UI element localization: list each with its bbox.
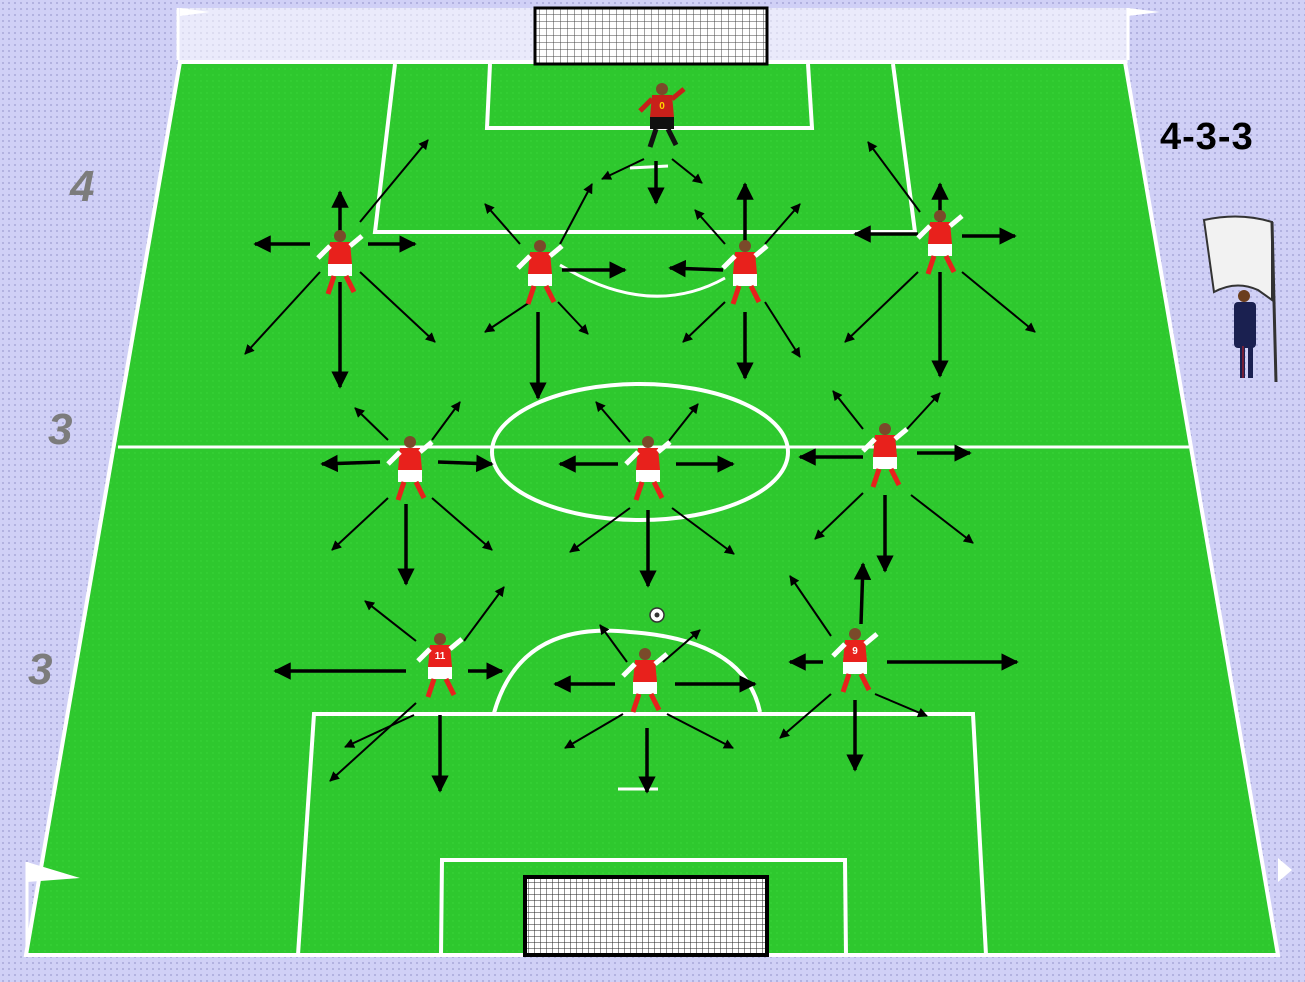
soccer-ball-icon bbox=[650, 608, 664, 622]
corner-flag-bottom-right bbox=[1278, 858, 1292, 882]
top-goal-net bbox=[535, 8, 767, 64]
bottom-goal-net bbox=[525, 877, 767, 955]
shirt-number: 0 bbox=[659, 101, 665, 112]
pitch bbox=[26, 62, 1278, 955]
movement-arrow bbox=[322, 462, 380, 464]
movement-arrow bbox=[438, 462, 492, 464]
coach-icon bbox=[1234, 290, 1256, 378]
movement-arrow bbox=[670, 268, 723, 270]
row-label-attack: 3 bbox=[28, 645, 52, 695]
formation-title: 4-3-3 bbox=[1160, 116, 1254, 159]
movement-arrow bbox=[861, 564, 863, 624]
row-label-midfield: 3 bbox=[48, 405, 72, 455]
shirt-number: 9 bbox=[852, 646, 858, 657]
top-penalty-spot bbox=[630, 166, 668, 168]
shirt-number: 11 bbox=[435, 651, 446, 662]
row-label-defence: 4 bbox=[70, 162, 94, 212]
corner-flag-top-right bbox=[1128, 8, 1160, 16]
